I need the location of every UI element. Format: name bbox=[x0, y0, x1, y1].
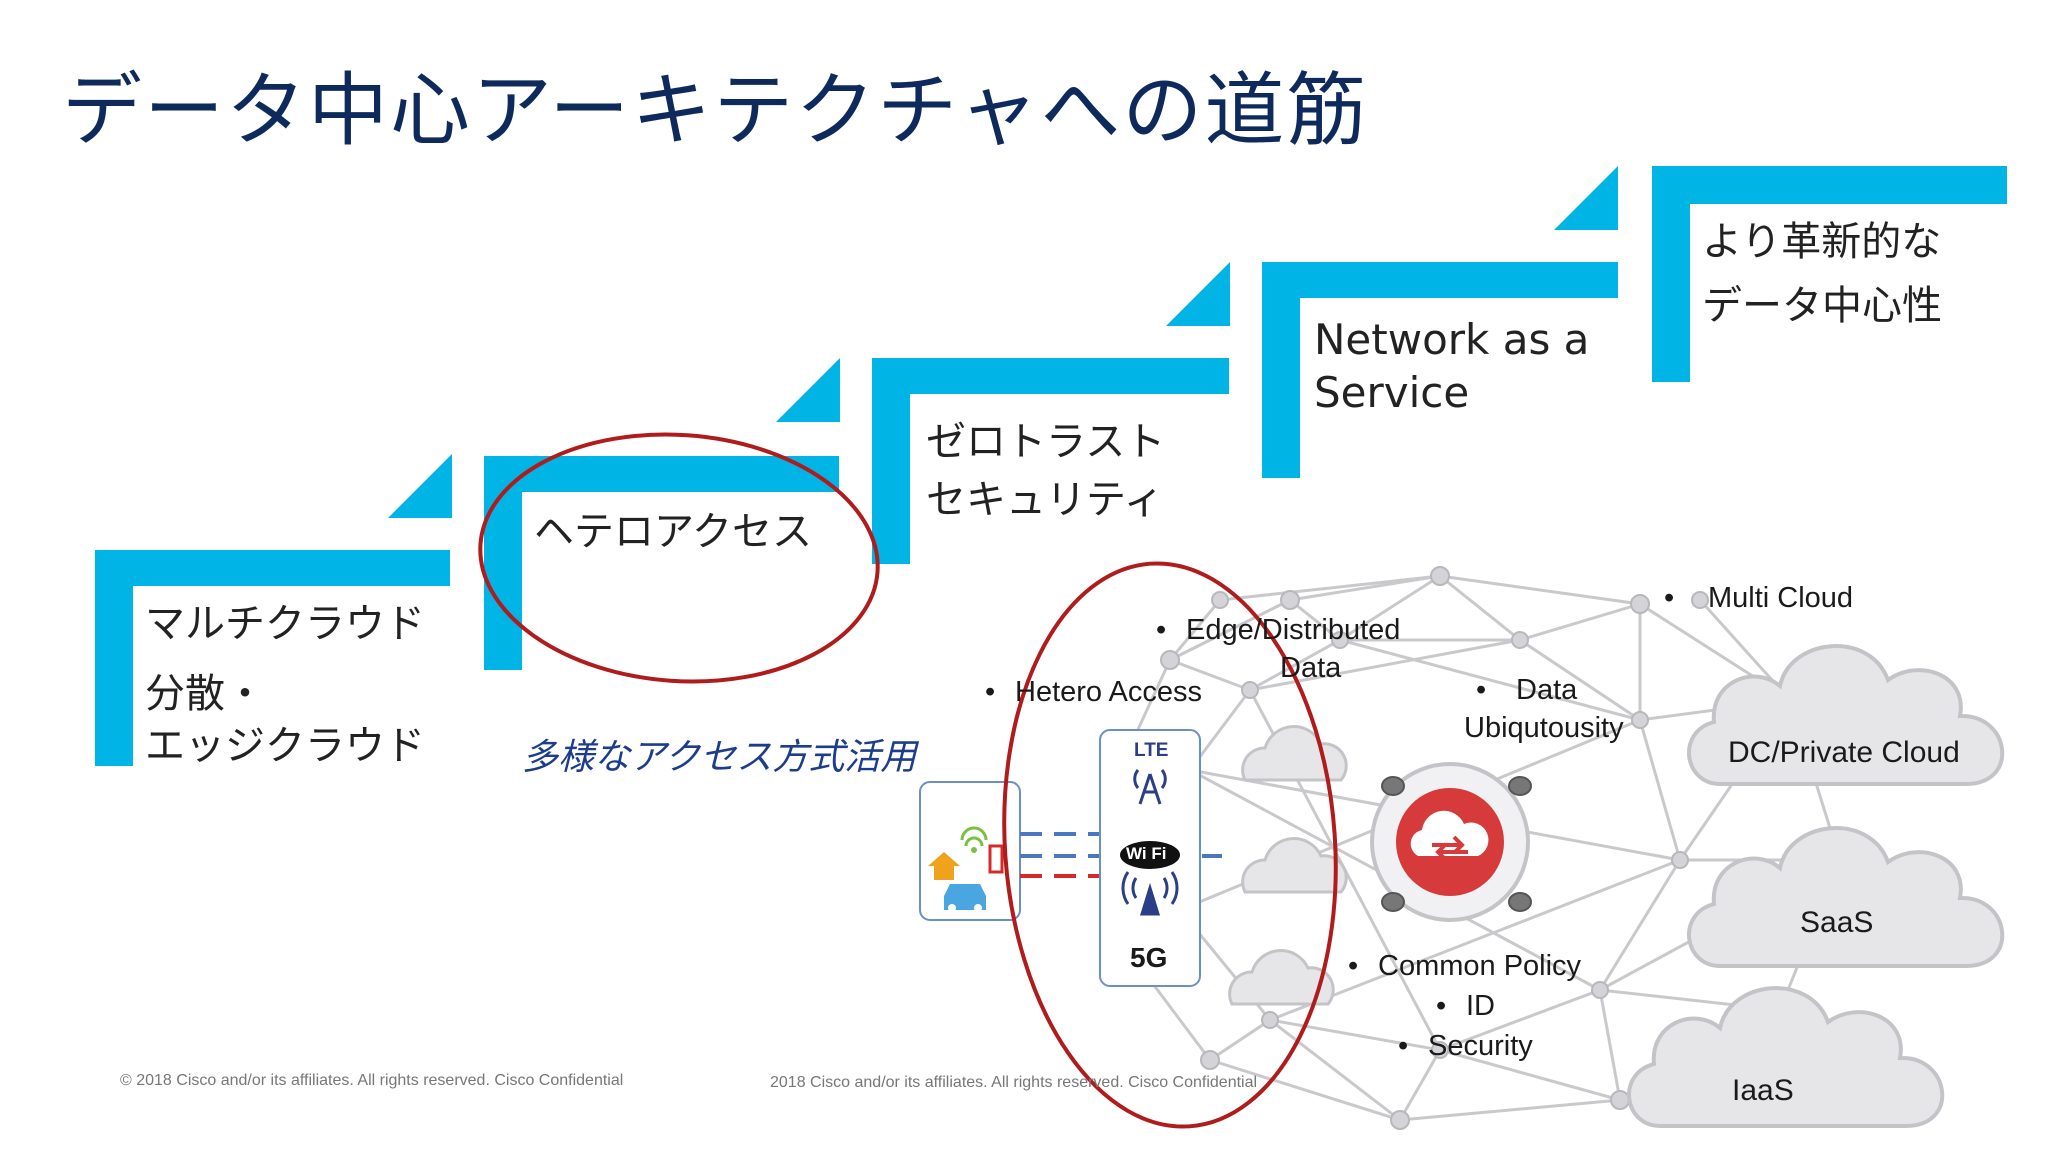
stair-5-line-2: データ中心性 bbox=[1702, 283, 1942, 329]
access-devices bbox=[919, 781, 1021, 921]
stair-3-line-2: セキュリティ bbox=[926, 477, 1164, 523]
step-arrow-4 bbox=[1554, 166, 1618, 230]
access-subtitle: 多様なアクセス方式活用 bbox=[522, 737, 917, 778]
stair-1-line-1: マルチクラウド bbox=[145, 601, 425, 647]
highlight-circle-hetero bbox=[478, 432, 880, 684]
bullet-edge-line-1: Edge/Distributed bbox=[1186, 614, 1401, 646]
stair-4-line-2: Service bbox=[1314, 367, 1470, 417]
wifi-logo-icon bbox=[1120, 841, 1180, 869]
bullet-common-policy: Common Policy bbox=[1378, 950, 1582, 982]
wifi-label: Wi Fi bbox=[1126, 844, 1167, 863]
bullet-id: ID bbox=[1466, 990, 1495, 1022]
footer-left: © 2018 Cisco and/or its affiliates. All … bbox=[120, 1072, 624, 1089]
step-arrow-2 bbox=[776, 358, 840, 422]
bullet-multi-cloud: Multi Cloud bbox=[1708, 582, 1854, 614]
lte-label: LTE bbox=[1134, 740, 1169, 761]
connection-lines bbox=[1020, 832, 1222, 878]
5g-label: 5G bbox=[1130, 942, 1168, 973]
step-arrow-3 bbox=[1166, 262, 1230, 326]
cloud-label-saas: SaaS bbox=[1800, 906, 1874, 939]
house-icon bbox=[928, 852, 960, 880]
cloud-label-dc: DC/Private Cloud bbox=[1728, 736, 1960, 769]
plug-icon bbox=[988, 844, 1004, 874]
cloud-sync-icon bbox=[1410, 810, 1489, 856]
step-arrow-1 bbox=[388, 454, 452, 518]
page-title: データ中心アーキテクチャへの道筋 bbox=[62, 64, 1369, 157]
stair-3-line-1: ゼロトラスト bbox=[926, 419, 1166, 465]
stair-1-line-2: 分散・ bbox=[145, 671, 265, 717]
stair-4-line-1: Network as a bbox=[1314, 315, 1590, 364]
car-icon bbox=[944, 884, 986, 910]
footer-right: 2018 Cisco and/or its affiliates. All ri… bbox=[770, 1074, 1258, 1091]
service-clouds bbox=[1627, 644, 2005, 1128]
access-technologies bbox=[1099, 729, 1201, 987]
cloud-label-iaas: IaaS bbox=[1732, 1074, 1794, 1107]
cell-tower-icon bbox=[1133, 769, 1167, 805]
bullet-hetero-access: Hetero Access bbox=[1015, 676, 1202, 708]
edge-clouds bbox=[1228, 725, 1348, 1006]
bullet-security: Security bbox=[1428, 1030, 1533, 1062]
bullet-data-line-2: Ubiqutousity bbox=[1464, 711, 1624, 744]
wifi-signal-icon bbox=[960, 826, 988, 847]
cloud-sync-hub bbox=[1370, 762, 1532, 922]
stair-1-line-3: エッジクラウド bbox=[145, 723, 425, 769]
stair-2-line-1: ヘテロアクセス bbox=[534, 509, 812, 555]
antenna-icon bbox=[1121, 871, 1179, 916]
bullet-edge-line-2: Data bbox=[1280, 651, 1342, 684]
highlight-circle-access bbox=[1002, 561, 1338, 1129]
stair-5-line-1: より革新的な bbox=[1702, 219, 1942, 265]
bullet-data-line-1: Data bbox=[1516, 674, 1578, 706]
